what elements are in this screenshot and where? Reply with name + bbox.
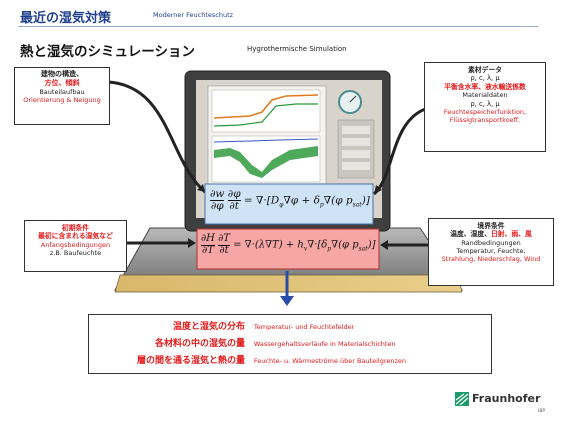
boundary-label-de: Randbedingungen [461, 238, 521, 247]
header-divider [18, 26, 538, 27]
sim-curve-green [213, 103, 318, 127]
initial-label-de: Anfangsbedingungen [40, 240, 111, 249]
boundary-temp-de: Temperatur, Feuchte, [456, 247, 526, 256]
initial-moisture-label-jp: 最初に含まれる湿気など [38, 232, 113, 241]
result-row-water-content: 各材料の中の湿気の量 Wassergehaltsverläufe in Mate… [154, 339, 396, 349]
box-boundary-conditions: 境界条件 温度、湿度、日射、雨、風 Randbedingungen Temper… [428, 218, 554, 286]
initial-example-de: z.B. Baufeuchte [49, 249, 102, 258]
connector-top-right [372, 106, 429, 196]
equation-box-moisture [204, 183, 374, 225]
equation-box-heat [196, 228, 380, 270]
fraunhofer-logo-tag: IBP [538, 409, 546, 414]
box-initial-conditions: 初期条件 最初に含まれる湿気など Anfangsbedingungen z.B.… [24, 220, 127, 272]
sim-area-green [214, 146, 318, 178]
boundary-factors-jp: 温度、湿度、日射、雨、風 [450, 230, 532, 239]
fraunhofer-logo-text: Fraunhofer [472, 392, 541, 405]
result-row-fluxes: 層の間を通る湿気と熱の量 Feuchte- u. Wärmeströme übe… [136, 356, 407, 366]
header-title: 最近の湿気対策 [20, 11, 112, 26]
sim-curve-blue [213, 138, 319, 143]
orientation-label-de: Orientierung & Neigung [23, 95, 101, 104]
boundary-label-jp: 境界条件 [477, 222, 505, 230]
initial-label-jp: 初期条件 [61, 224, 90, 232]
construction-label-jp: 建物の構造、 [41, 70, 83, 78]
box-construction: 建物の構造、 方位、傾斜 Bauteilaufbau Orientierung … [14, 67, 110, 125]
slide-subtitle: Hygrothermische Simulation [247, 45, 347, 53]
material-moisture-label-jp: 平衡含水率、液水輸送係数 [444, 82, 526, 91]
slide-title: 熱と湿気のシミュレーション [20, 44, 195, 60]
result-row-temperature: 温度と湿気の分布 Temperatur- und Feuchtefelder [172, 322, 355, 332]
box-results: 温度と湿気の分布 Temperatur- und Feuchtefelder 各… [88, 314, 492, 374]
sim-curve-orange [213, 94, 319, 119]
material-params-1: ρ, c, λ, μ [470, 74, 500, 83]
sim-chart-bottom [211, 135, 321, 183]
material-params-2: ρ, c, λ, μ [470, 99, 500, 108]
material-label-jp: 素材データ [468, 66, 502, 74]
box-material-data: 素材データ ρ, c, λ, μ 平衡含水率、液水輸送係数 Materialda… [424, 62, 546, 152]
orientation-label-jp: 方位、傾斜 [44, 78, 80, 87]
header-subtitle: Moderner Feuchteschutz [153, 11, 234, 19]
connector-top-left [107, 80, 206, 194]
output-arrow-head [280, 296, 294, 306]
equation-heat: ∂H∂T ∂T∂t = ∇·(λ∇T) + hv∇·[δp∇(φ psat)] [201, 233, 376, 256]
material-storage-label-de: Feuchtespeicherfunktion, [443, 108, 527, 117]
equation-moisture: ∂w∂φ ∂φ∂t = ∇·[Dφ∇φ + δp∇(φ psat)] [210, 188, 370, 213]
boundary-weather-de: Strahlung, Niederschlag, Wind [441, 255, 541, 264]
material-transport-label-de: Flüssigtransportkoeff. [449, 116, 521, 125]
construction-label-de: Bauteilaufbau [39, 87, 85, 96]
material-label-de: Materialdaten [462, 91, 508, 100]
fraunhofer-logo-icon [455, 392, 469, 406]
